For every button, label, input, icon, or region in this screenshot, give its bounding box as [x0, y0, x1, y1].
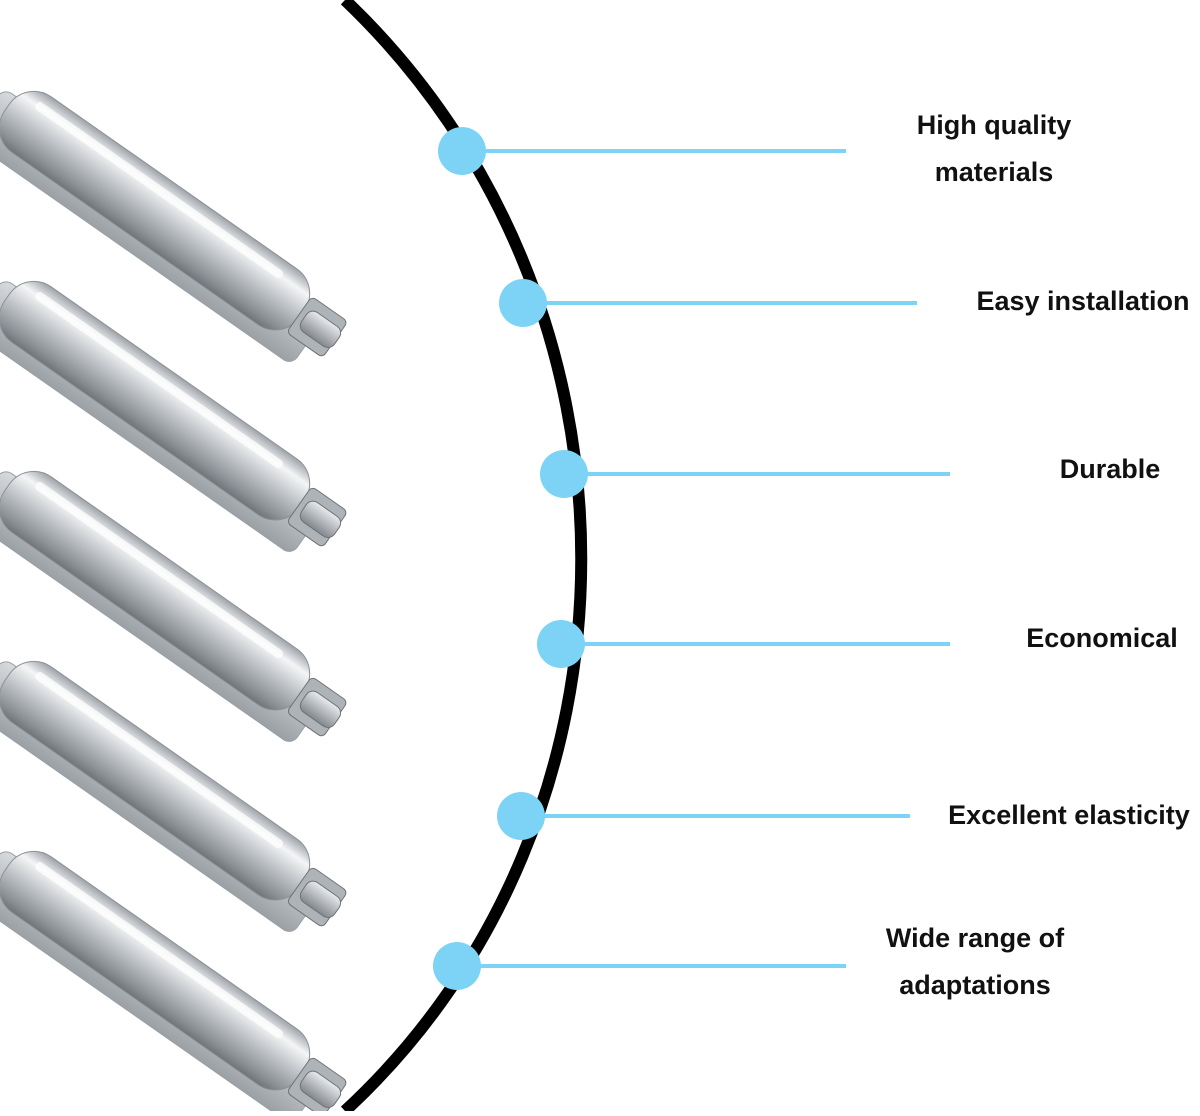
feature-label-line: Excellent elasticity	[948, 800, 1190, 830]
latch-highlight	[35, 291, 284, 469]
feature-label-2: Easy installation	[923, 278, 1200, 325]
connector-dot-4	[537, 620, 585, 668]
feature-label-line: Easy installation	[976, 286, 1190, 316]
push-latch-5	[0, 850, 347, 1116]
feature-label-5: Excellent elasticity	[909, 792, 1200, 839]
latch-pin	[299, 1070, 342, 1108]
push-latch-1	[0, 90, 347, 362]
products	[0, 90, 347, 1116]
feature-label-line: adaptations	[899, 970, 1051, 1000]
push-latch-3	[0, 470, 347, 742]
latch-highlight	[35, 481, 284, 659]
feature-label-line: Economical	[1026, 623, 1178, 653]
feature-label-line: High quality	[916, 110, 1072, 140]
connector-dot-6	[433, 942, 481, 990]
latch-pin	[299, 690, 342, 728]
connector-dot-2	[499, 279, 547, 327]
push-latch-4	[0, 660, 347, 932]
latch-highlight	[35, 101, 284, 279]
connector-dot-1	[438, 127, 486, 175]
latch-pin	[299, 310, 342, 348]
feature-label-line: materials	[934, 157, 1054, 187]
feature-label-3: Durable	[950, 446, 1200, 493]
feature-label-line: Wide range of	[885, 923, 1065, 953]
connector-dot-3	[540, 450, 588, 498]
latch-pin	[299, 880, 342, 918]
feature-label-line: Durable	[1059, 454, 1161, 484]
feature-connectors	[433, 127, 950, 990]
feature-label-6: Wide range of adaptations	[815, 915, 1135, 1009]
latch-pin	[299, 500, 342, 538]
feature-label-1: High quality materials	[834, 102, 1154, 196]
feature-label-4: Economical	[942, 615, 1200, 662]
latch-highlight	[35, 861, 284, 1039]
connector-dot-5	[497, 792, 545, 840]
latch-highlight	[35, 671, 284, 849]
push-latch-2	[0, 280, 347, 552]
